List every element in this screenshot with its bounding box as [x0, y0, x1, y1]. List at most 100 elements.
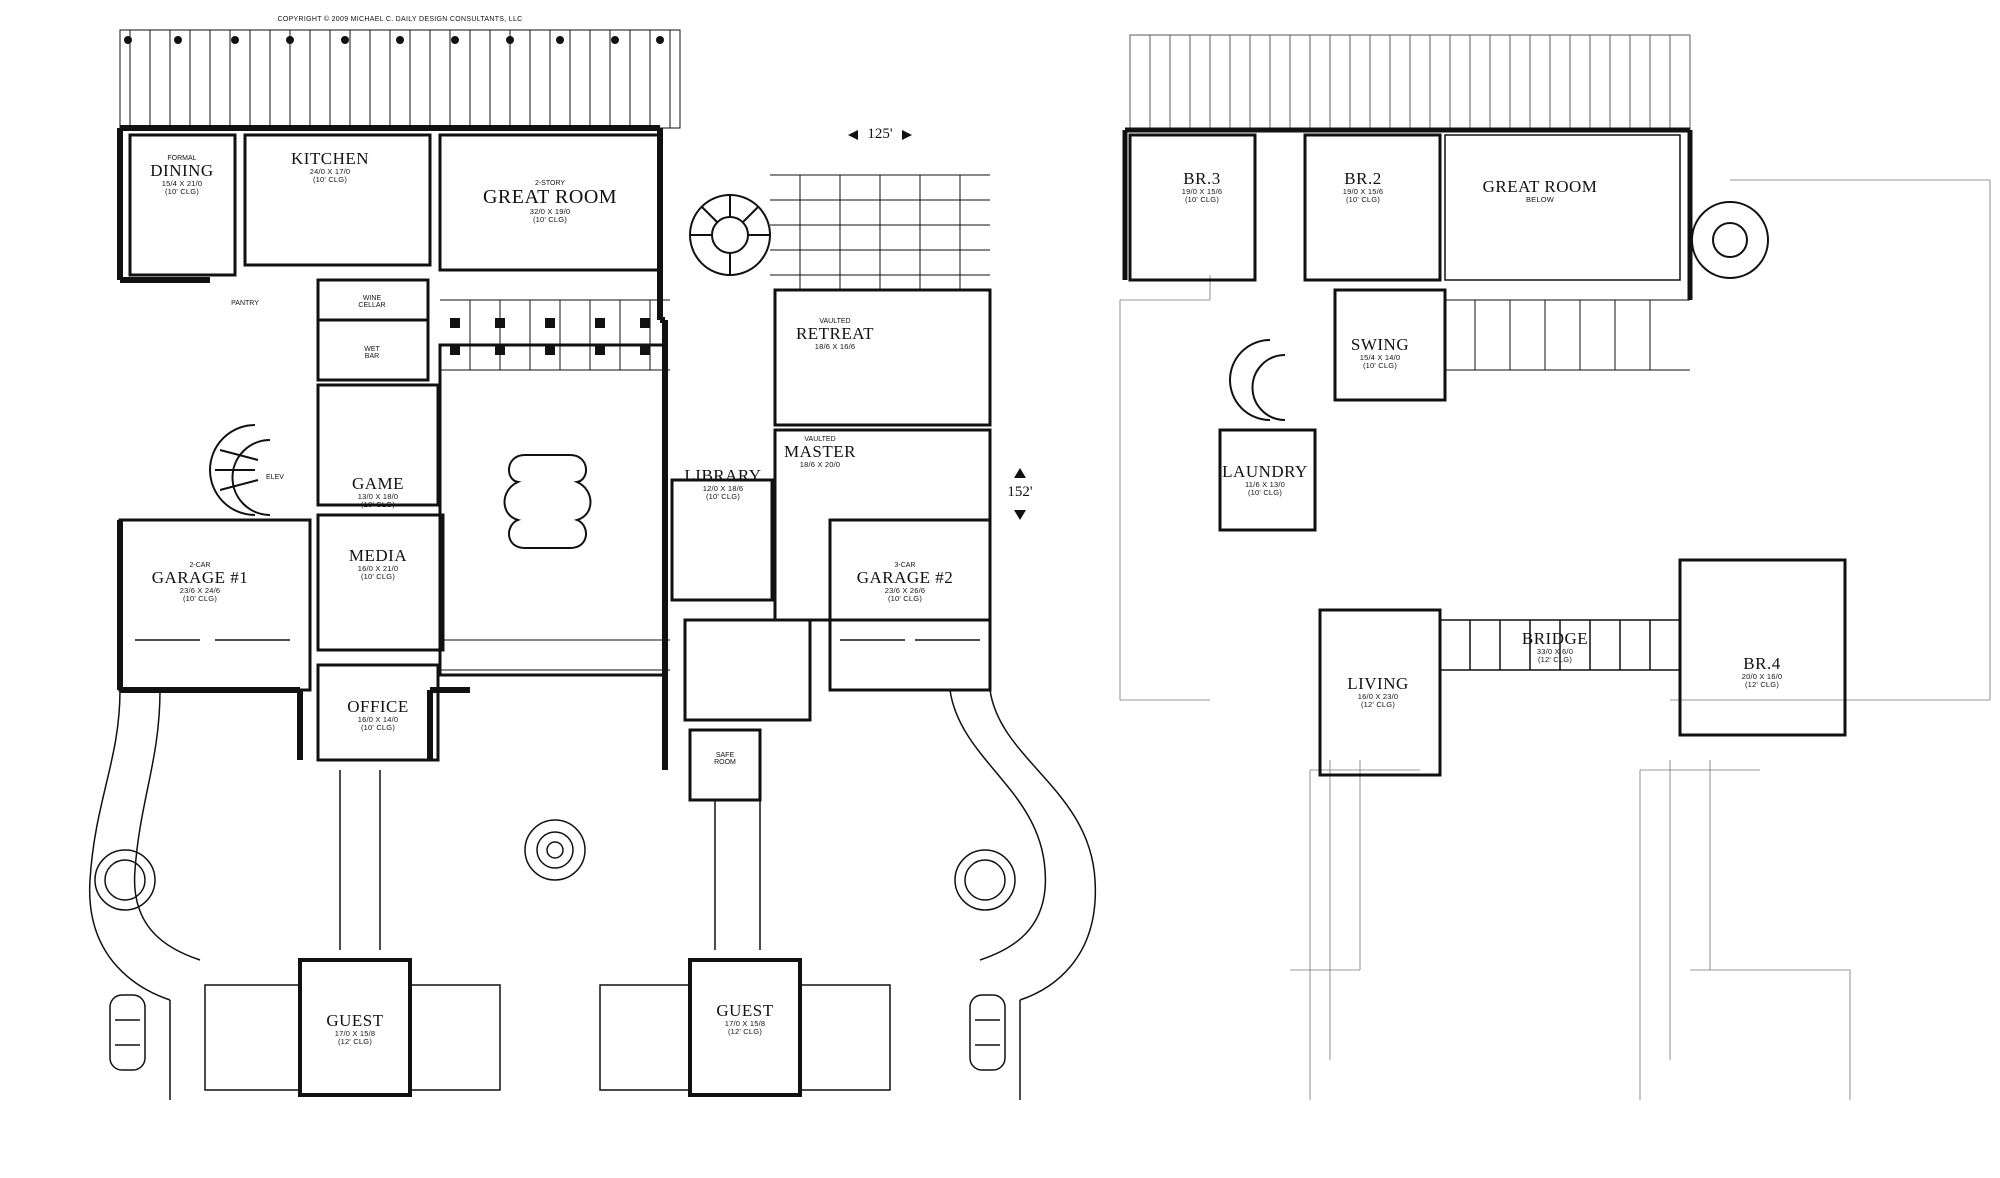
wet-bar-line-2: BAR — [364, 353, 380, 361]
wine-cellar-line-1: WINE — [362, 295, 382, 302]
kitchen-dims: 24/0 X 17/0 — [309, 166, 351, 176]
kitchen-ceiling: (10' CLG) — [312, 174, 348, 184]
swing-ceiling: (10' CLG) — [1362, 360, 1398, 370]
great-room-ceiling: (10' CLG) — [532, 215, 568, 225]
dining-name: DINING — [150, 161, 214, 181]
office-dims: 16/0 X 14/0 — [357, 714, 399, 724]
garage-1-name: GARAGE #1 — [151, 568, 249, 588]
guest-left-ceiling: (12' CLG) — [337, 1036, 373, 1046]
pantry-label: PANTRY — [231, 300, 259, 307]
upper-walls — [1122, 127, 1693, 300]
game-dims: 13/0 X 18/0 — [357, 491, 399, 501]
width-dimension: 125' — [867, 126, 893, 142]
retreat-trellis — [770, 174, 990, 290]
living-ceiling: (12' CLG) — [1360, 699, 1396, 709]
guest-right-label: GUEST 17/0 X 15/8 (12' CLG) — [716, 1002, 773, 1036]
laundry-label: LAUNDRY 11/6 X 13/0 (10' CLG) — [1222, 463, 1308, 497]
br4-dims: 20/0 X 16/0 — [1741, 671, 1783, 681]
guest-right-ceiling: (12' CLG) — [727, 1026, 763, 1036]
great-room-name: GREAT ROOM — [482, 186, 618, 209]
bridge-label: BRIDGE 33/0 X 6/0 (12' CLG) — [1522, 630, 1588, 664]
br3-label: BR.3 19/0 X 15/6 (10' CLG) — [1182, 170, 1223, 204]
medallion — [524, 819, 586, 881]
guest-house-right — [599, 958, 891, 1097]
laundry-name: LAUNDRY — [1222, 462, 1308, 481]
br4-label: BR.4 20/0 X 16/0 (12' CLG) — [1742, 655, 1783, 689]
guest-left-label: GUEST 17/0 X 15/8 (12' CLG) — [326, 1012, 383, 1046]
upper-rooms — [1128, 133, 1847, 777]
trellis-posts — [124, 36, 664, 44]
laundry-ceiling: (10' CLG) — [1247, 487, 1283, 497]
dining-dims: 15/4 X 21/0 — [161, 179, 203, 189]
upper-colonnade — [1445, 299, 1690, 371]
media-dims: 16/0 X 21/0 — [357, 563, 399, 573]
courtyard-fountain — [503, 454, 592, 549]
media-label: MEDIA 16/0 X 21/0 (10' CLG) — [349, 547, 407, 581]
br3-dims: 19/0 X 15/6 — [1181, 186, 1223, 196]
car-right — [969, 994, 1006, 1071]
br3-ceiling: (10' CLG) — [1184, 194, 1220, 204]
dining-ceiling: (10' CLG) — [164, 187, 200, 197]
safe-room-label: SAFE ROOM — [714, 752, 736, 767]
library-ceiling: (10' CLG) — [705, 491, 741, 501]
swing-dims: 15/4 X 14/0 — [1359, 352, 1401, 362]
br2-ceiling: (10' CLG) — [1345, 194, 1381, 204]
dining-label: FORMAL DINING 15/4 X 21/0 (10' CLG) — [150, 155, 213, 196]
retreat-prefix: VAULTED — [819, 318, 851, 325]
br3-name: BR.3 — [1183, 169, 1221, 188]
wine-cellar-line-2: CELLAR — [358, 302, 386, 310]
retreat-label: VAULTED RETREAT 18/6 X 16/6 — [796, 318, 874, 351]
retreat-name: RETREAT — [795, 324, 875, 344]
depth-dimension: 152' — [1007, 484, 1033, 500]
walkways — [339, 770, 761, 950]
bridge-dims: 33/0 X 6/0 — [1536, 646, 1574, 656]
wet-bar-line-1: WET — [364, 346, 380, 353]
game-ceiling: (10' CLG) — [360, 499, 396, 509]
garage-2-dims: 23/6 X 26/6 — [884, 586, 926, 596]
garage-1-label: 2-CAR GARAGE #1 23/6 X 24/6 (10' CLG) — [152, 562, 249, 603]
upper-stair-left — [1229, 339, 1286, 421]
driveway-left — [89, 689, 201, 1100]
master-label: VAULTED MASTER 18/6 X 20/0 — [784, 436, 856, 469]
dimension-arrows — [848, 130, 1026, 520]
library-name: LIBRARY — [684, 466, 762, 485]
car-left — [109, 994, 146, 1071]
media-ceiling: (10' CLG) — [360, 571, 396, 581]
garage-2-ceiling: (10' CLG) — [887, 594, 923, 604]
stair-left — [209, 424, 271, 516]
wine-cellar-label: WINE CELLAR — [358, 295, 385, 310]
garage-2-prefix: 3-CAR — [894, 562, 916, 569]
garage-2-label: 3-CAR GARAGE #2 23/6 X 26/6 (10' CLG) — [857, 562, 954, 603]
br2-name: BR.2 — [1344, 169, 1382, 188]
br4-name: BR.4 — [1743, 654, 1781, 673]
rear-trellis — [119, 29, 681, 129]
wet-bar-label: WET BAR — [364, 346, 380, 361]
driveway-right — [949, 689, 1097, 1100]
great-room-label: 2-STORY GREAT ROOM 32/0 X 19/0 (10' CLG) — [483, 180, 617, 224]
guest-right-name: GUEST — [716, 1001, 774, 1020]
bridge — [1439, 619, 1681, 671]
safe-room-line-1: SAFE — [715, 752, 735, 759]
great-room-prefix: 2-STORY — [534, 180, 566, 187]
library-label: LIBRARY 12/0 X 18/6 (10' CLG) — [684, 467, 761, 501]
upper-spiral-stair — [1691, 201, 1769, 279]
game-label: GAME 13/0 X 18/0 (10' CLG) — [352, 475, 404, 509]
guest-left-dims: 17/0 X 15/8 — [334, 1028, 376, 1038]
office-ceiling: (10' CLG) — [360, 722, 396, 732]
guest-left-name: GUEST — [326, 1011, 384, 1030]
first-floor-plan — [89, 29, 1097, 1100]
second-floor-plan — [1119, 34, 1991, 1100]
office-name: OFFICE — [347, 697, 409, 716]
laundry-dims: 11/6 X 13/0 — [1244, 479, 1286, 489]
library-dims: 12/0 X 18/6 — [702, 483, 744, 493]
br2-label: BR.2 19/0 X 15/6 (10' CLG) — [1343, 170, 1384, 204]
kitchen-name: KITCHEN — [290, 149, 370, 168]
guest-house-left — [204, 958, 501, 1097]
bridge-ceiling: (12' CLG) — [1537, 654, 1573, 664]
planter-right — [954, 849, 1016, 911]
garage-1-prefix: 2-CAR — [189, 562, 211, 569]
swing-label: SWING 15/4 X 14/0 (10' CLG) — [1351, 336, 1409, 370]
courtyard-colonnade — [440, 299, 670, 671]
upper-trellis — [1129, 34, 1691, 131]
garage-2-name: GARAGE #2 — [856, 568, 954, 588]
